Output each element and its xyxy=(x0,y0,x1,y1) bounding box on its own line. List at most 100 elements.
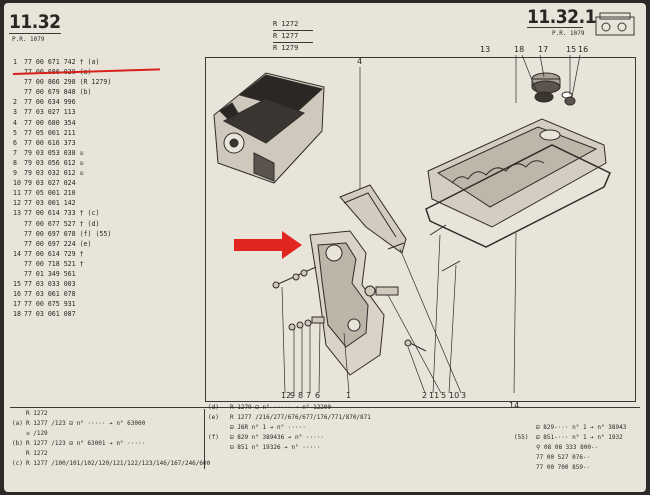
footer-text: R 1277 /216/277/676/677/176/771/870/871 xyxy=(230,414,371,421)
part-note: (b) xyxy=(79,88,92,97)
footer-row: ⊟ 829-··· n° 1 ➔ n° 38943 xyxy=(514,423,626,433)
filler-cap-illustration xyxy=(531,72,576,106)
footer-applicability-right: ⊟ 829-··· n° 1 ➔ n° 38943(55) ⊟ 851-··· n… xyxy=(514,423,626,473)
part-number: 79 03 032 012 xyxy=(24,169,80,178)
part-note: ☒ xyxy=(79,169,84,178)
part-number: 77 00 634 996 xyxy=(24,98,80,107)
part-ref: 4 xyxy=(13,118,17,127)
callout-7: 7 xyxy=(306,391,312,400)
part-number: 77 01 349 561 xyxy=(24,269,80,278)
red-arrow-icon xyxy=(234,231,302,259)
part-row: 77 00 866 298 (R 1279) xyxy=(13,77,111,87)
part-row: 9 79 03 032 012 ☒ xyxy=(13,168,111,178)
callout-16: 16 xyxy=(578,45,589,54)
part-number: 77 00 677 527 xyxy=(24,219,80,228)
part-number: 77 05 001 210 xyxy=(24,189,80,198)
footer-text: ⊟ 851-··· n° 1 ➔ n° 1932 xyxy=(536,434,623,441)
part-ref: 14 xyxy=(13,249,21,258)
engine-thumbnail-icon xyxy=(592,11,640,41)
callout-14: 14 xyxy=(509,401,520,410)
part-row: 77 00 697 224 (e) xyxy=(13,239,111,249)
part-note: (e) xyxy=(79,239,92,248)
part-ref: 8 xyxy=(13,158,17,167)
footer-text: ☒ /129 xyxy=(26,430,48,437)
callout-5: 5 xyxy=(441,391,447,400)
part-number: 77 00 616 373 xyxy=(24,138,80,147)
callout-6: 6 xyxy=(315,391,321,400)
model-r1272: R 1272 xyxy=(273,20,299,28)
part-note: † xyxy=(79,259,84,268)
footer-text: ⊟ 851 n° 19326 ➔ n° ····· xyxy=(230,444,321,451)
part-number: 79 03 053 038 xyxy=(24,148,80,157)
footer-row: (c)R 1277 /100/101/102/120/121/122/123/1… xyxy=(12,459,210,469)
footer-text: /123 ⊟ n° ····· ➔ n° 63000 xyxy=(51,420,146,427)
exploded-diagram xyxy=(205,57,636,402)
footer-tag: (55) xyxy=(514,434,529,441)
footer-applicability-left: R 1272 (a)R 1277 /123 ⊟ n° ····· ➔ n° 63… xyxy=(12,409,210,469)
part-ref: 1 xyxy=(13,58,17,66)
part-note: † xyxy=(79,249,84,258)
callout-2: 2 xyxy=(422,391,428,400)
callout-11: 11 xyxy=(429,391,440,400)
footer-row: (f) ⊟ 829 n° 389436 ➔ n° ····· xyxy=(208,433,371,443)
fasteners-illustration xyxy=(272,224,461,352)
part-ref: 9 xyxy=(13,169,17,178)
footer-tag: (f) xyxy=(208,434,219,441)
part-number: 77 00 697 224 xyxy=(24,239,80,248)
catalog-page: 11.32 P.R. 1079 R 1272 R 1277 R 1279 11.… xyxy=(4,3,646,492)
footer-row: R 1272 xyxy=(12,449,210,459)
part-row: 77 00 718 521 † xyxy=(13,259,111,269)
footer-text: ⊟ J6R n° 1 ➔ n° ····· xyxy=(230,424,306,431)
part-note: † (d) xyxy=(79,219,100,228)
footer-model: R 1272 xyxy=(26,450,48,457)
part-row: 77 00 677 527 † (d) xyxy=(13,219,111,229)
part-number: 79 03 056 012 xyxy=(24,158,80,167)
footer-row: (d)R 1279 ⊟ n° ····· ➔ n° 12200 xyxy=(208,403,371,413)
part-note: (R 1279) xyxy=(79,78,112,87)
callout-12: 12 xyxy=(281,391,292,400)
part-number: 77 03 001 142 xyxy=(24,199,80,208)
page-number-left: 11.32 xyxy=(9,11,61,33)
part-note: † (c) xyxy=(79,209,100,218)
footer-applicability-mid: (d)R 1279 ⊟ n° ····· ➔ n° 12200(e)R 1277… xyxy=(208,403,371,453)
footer-text: 77 00 700 859-· xyxy=(536,464,591,471)
part-note: ☒ xyxy=(79,158,84,167)
footer-row: ☒ /129 xyxy=(12,429,210,439)
callout-1: 1 xyxy=(346,391,352,400)
footer-text: /123 ⊟ n° 63001 ➔ n° ····· xyxy=(51,440,146,447)
callout-18: 18 xyxy=(514,45,525,54)
footer-tag: (c) xyxy=(12,460,23,467)
model-r1279: R 1279 xyxy=(273,44,299,52)
part-row: 8 79 03 056 012 ☒ xyxy=(13,158,111,168)
callout-15: 15 xyxy=(566,45,577,54)
page-number-right: 11.32.1 xyxy=(527,6,596,28)
part-note: † (a) xyxy=(79,58,100,66)
part-ref: 17 xyxy=(13,300,21,309)
part-number: 77 05 001 211 xyxy=(24,128,80,137)
part-row: 77 00 679 848 (b) xyxy=(13,87,111,97)
footer-text: ⚲ 08 08 333 800-· xyxy=(536,444,599,451)
part-number: 77 03 061 078 xyxy=(24,290,80,299)
footer-row: R 1272 xyxy=(12,409,210,419)
upper-bracket-illustration xyxy=(339,184,407,254)
part-number: 77 00 697 078 xyxy=(24,229,80,238)
part-number: 77 00 614 733 xyxy=(24,209,80,218)
footer-row: (b)R 1277 /123 ⊟ n° 63001 ➔ n° ····· xyxy=(12,439,210,449)
callout-9: 9 xyxy=(290,391,296,400)
part-ref: 11 xyxy=(13,189,21,198)
part-number: 79 03 027 024 xyxy=(24,179,80,188)
callout-8: 8 xyxy=(298,391,304,400)
footer-text: ⊟ 829 n° 389436 ➔ n° ····· xyxy=(230,434,324,441)
timing-cover-illustration xyxy=(309,230,385,376)
